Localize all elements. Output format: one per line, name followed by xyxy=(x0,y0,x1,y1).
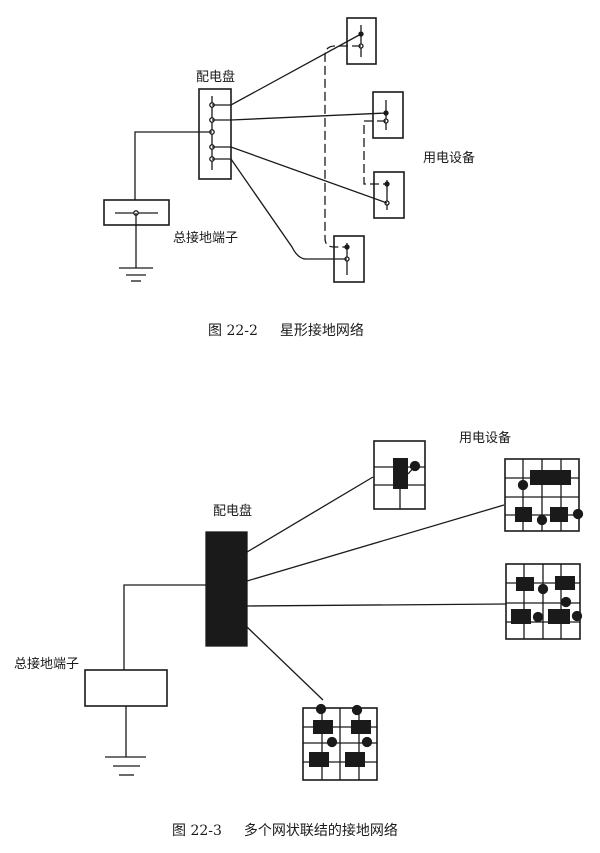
ground-conductor-2 xyxy=(123,584,206,670)
ground-conductor xyxy=(134,131,212,200)
earth-symbol-icon xyxy=(119,267,153,282)
fig2-caption-title: 多个网状联结的接地网络 xyxy=(243,823,398,839)
figure-22-3-mesh-network xyxy=(84,440,584,781)
distribution-panel-solid xyxy=(205,531,248,647)
fig2-caption: 图 22-3 多个网状联结的接地网络 xyxy=(172,820,420,840)
main-ground-terminal-box-2 xyxy=(84,669,168,707)
fig2-equipment-label: 用电设备 xyxy=(459,431,512,446)
distribution-panel-box xyxy=(198,88,232,180)
equipment-3 xyxy=(373,171,405,219)
fig2-caption-number: 图 22-3 xyxy=(172,823,222,839)
fig1-panel-label: 配电盘 xyxy=(196,70,236,85)
mesh-equipment-d xyxy=(302,703,378,781)
figure-22-2-star-network xyxy=(103,17,405,283)
fig1-caption-number: 图 22-2 xyxy=(208,323,258,339)
mesh-equipment-b xyxy=(504,458,584,532)
equipment-1 xyxy=(346,17,377,65)
star-conductors xyxy=(212,33,388,260)
fig1-caption: 图 22-2 星形接地网络 xyxy=(208,320,386,340)
fig1-equipment-label: 用电设备 xyxy=(423,151,476,166)
equipment-2 xyxy=(372,91,404,139)
earth-symbol-icon-2 xyxy=(105,756,146,776)
fig2-panel-label: 配电盘 xyxy=(213,504,253,519)
mesh-feeders xyxy=(246,476,507,701)
mesh-equipment-a xyxy=(373,440,426,510)
fig1-main-terminal-label: 总接地端子 xyxy=(173,231,239,246)
fig1-caption-title: 星形接地网络 xyxy=(279,323,364,339)
mesh-equipment-c xyxy=(505,563,583,640)
equipotential-bonding-dashed xyxy=(324,45,387,248)
fig2-main-terminal-label: 总接地端子 xyxy=(14,657,80,672)
